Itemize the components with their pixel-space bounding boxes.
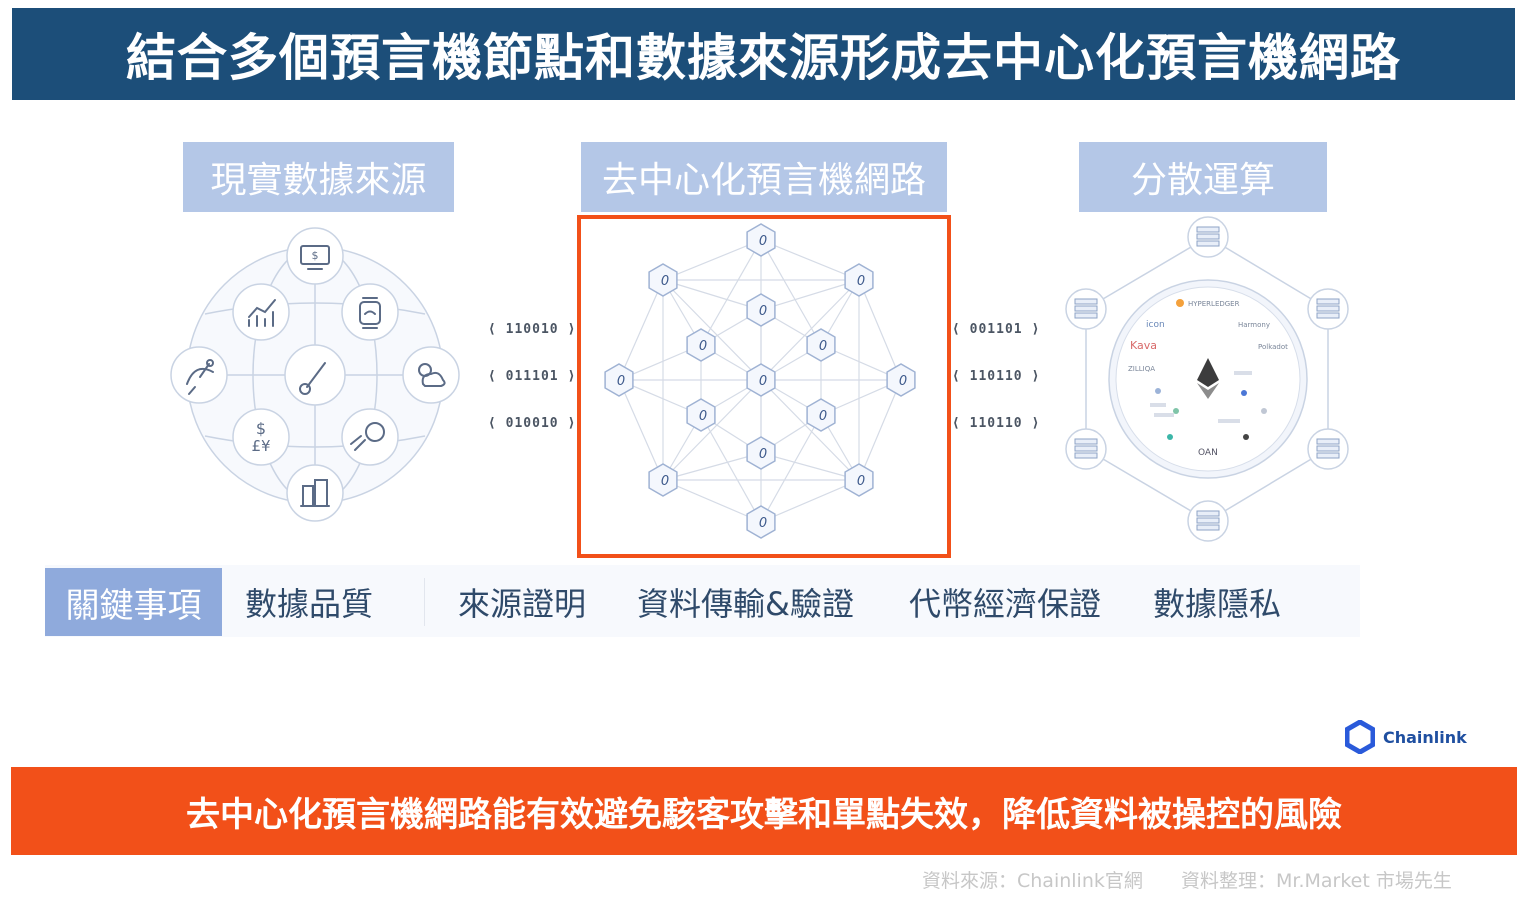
server-icon	[1065, 428, 1107, 470]
svg-text:0: 0	[857, 474, 865, 489]
chainlink-brand: Chainlink	[1345, 720, 1467, 754]
svg-text:Kava: Kava	[1130, 339, 1157, 352]
svg-text:0: 0	[819, 339, 827, 354]
oracle-node: 0	[686, 398, 716, 432]
oracle-node: 0	[604, 363, 634, 397]
svg-text:0: 0	[661, 274, 669, 289]
brand-name: Chainlink	[1383, 727, 1467, 747]
svg-text:Polkadot: Polkadot	[1258, 343, 1288, 351]
oracle-node: 0	[746, 436, 776, 470]
key-item-data-privacy: 數據隱私	[1153, 585, 1282, 623]
weather-icon	[418, 363, 446, 387]
conclusion-banner: 去中心化預言機網路能有效避免駭客攻擊和單點失效，降低資料被操控的風險	[11, 767, 1517, 855]
server-icon	[1187, 216, 1229, 258]
sports-ball-icon	[350, 422, 385, 451]
satellite-icon	[186, 359, 214, 395]
binary-stream-left-3: ⟨ 010010 ⟩	[488, 416, 577, 431]
svg-text:0: 0	[661, 474, 669, 489]
column-header-data-sources: 現實數據來源	[183, 142, 454, 212]
oracle-node: 0	[806, 398, 836, 432]
oracle-node: 0	[806, 328, 836, 362]
svg-text:0: 0	[759, 516, 767, 531]
currency-icon: $ £¥	[251, 419, 270, 455]
svg-text:$: $	[312, 249, 319, 262]
svg-text:0: 0	[899, 374, 907, 389]
oracle-network-diagram: 0 0 0 0 0 0 0 0 0 0 0 0 0 0 0	[577, 215, 951, 558]
binary-stream-right-3: ⟨ 110110 ⟩	[952, 416, 1041, 431]
svg-text:OAN: OAN	[1198, 448, 1218, 458]
oracle-node: 0	[886, 363, 916, 397]
oracle-node: 0	[686, 328, 716, 362]
distributed-computing-diagram: HYPERLEDGER icon Kava Polkadot Harmony Z…	[1065, 216, 1349, 542]
oracle-node: 0	[844, 263, 874, 297]
key-items-label: 關鍵事項	[45, 568, 222, 636]
oracle-node: 0	[746, 293, 776, 327]
oracle-node: 0	[746, 505, 776, 539]
binary-stream-left-1: ⟨ 110010 ⟩	[488, 322, 577, 337]
smartwatch-icon	[359, 297, 381, 329]
data-source-text: 資料來源：Chainlink官網	[922, 870, 1143, 892]
oracle-node: 0	[746, 223, 776, 257]
svg-text:0: 0	[759, 234, 767, 249]
svg-text:0: 0	[617, 374, 625, 389]
thermometer-icon	[299, 362, 326, 395]
chainlink-logo-icon	[1345, 720, 1375, 754]
data-sources-globe: $ $ £¥	[170, 227, 460, 522]
svg-text:£¥: £¥	[251, 437, 270, 455]
column-header-oracle-network: 去中心化預言機網路	[581, 142, 947, 212]
server-icon	[1307, 288, 1349, 330]
key-item-source-proof: 來源證明	[458, 585, 587, 623]
chart-icon	[248, 299, 276, 327]
binary-stream-left-2: ⟨ 011101 ⟩	[488, 369, 577, 384]
oracle-node: 0	[648, 463, 678, 497]
oracle-node: 0	[648, 263, 678, 297]
ecosystem-logos: HYPERLEDGER icon Kava Polkadot Harmony Z…	[1128, 299, 1288, 458]
key-item-token-economics: 代幣經濟保證	[909, 585, 1102, 623]
column-header-distributed-computing: 分散運算	[1079, 142, 1327, 212]
svg-text:Harmony: Harmony	[1238, 321, 1270, 329]
server-icon	[1187, 500, 1229, 542]
key-item-transmission-verification: 資料傳輸&驗證	[637, 585, 854, 623]
svg-text:0: 0	[759, 304, 767, 319]
page-title: 結合多個預言機節點和數據來源形成去中心化預言機網路	[12, 8, 1515, 100]
svg-text:0: 0	[819, 409, 827, 424]
oracle-node: 0	[844, 463, 874, 497]
key-items-divider	[424, 578, 425, 626]
svg-text:$: $	[256, 419, 266, 438]
svg-text:0: 0	[857, 274, 865, 289]
binary-stream-right-1: ⟨ 001101 ⟩	[952, 322, 1041, 337]
binary-stream-right-2: ⟨ 110110 ⟩	[952, 369, 1041, 384]
svg-text:0: 0	[759, 447, 767, 462]
svg-text:ZILLIQA: ZILLIQA	[1128, 365, 1155, 373]
svg-text:0: 0	[759, 374, 767, 389]
source-credit: 資料來源：Chainlink官網 資料整理：Mr.Market 市場先生	[922, 866, 1452, 893]
key-item-data-quality: 數據品質	[245, 585, 374, 623]
svg-text:HYPERLEDGER: HYPERLEDGER	[1188, 300, 1240, 308]
server-icon	[1307, 428, 1349, 470]
oracle-node: 0	[746, 363, 776, 397]
server-icon	[1065, 288, 1107, 330]
svg-text:icon: icon	[1146, 320, 1165, 330]
monitor-dollar-icon: $	[300, 245, 330, 270]
svg-text:0: 0	[699, 409, 707, 424]
compiled-by-text: 資料整理：Mr.Market 市場先生	[1180, 870, 1452, 892]
svg-text:0: 0	[699, 339, 707, 354]
key-items-bar	[45, 565, 1360, 637]
buildings-icon	[300, 479, 330, 507]
